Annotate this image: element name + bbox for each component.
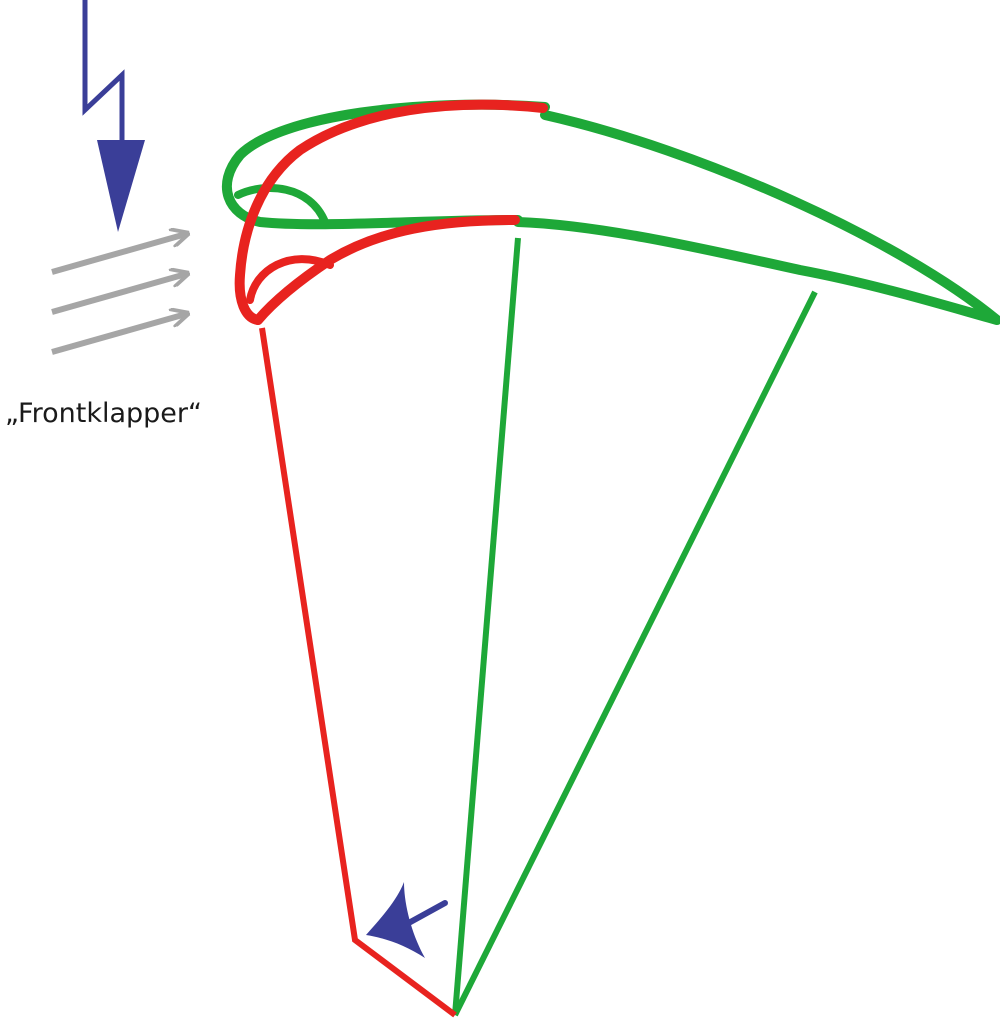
canopy-fold-bubble <box>234 184 329 226</box>
collapsed-front-line <box>259 327 457 1018</box>
lightning-arrow-icon <box>82 0 145 232</box>
suspension-line-middle <box>452 237 521 1016</box>
collapse-label: „Frontklapper“ <box>5 398 202 429</box>
collapsed-leading-edge-lower <box>253 215 520 325</box>
canopy-upper-surface <box>513 110 1000 325</box>
airflow-arrows-icon <box>51 234 186 355</box>
collapsed-fold-bubble <box>246 255 334 304</box>
canopy-folded-nose-loop <box>221 99 550 230</box>
collapsed-leading-edge-upper <box>234 99 548 325</box>
suspension-line-rear <box>452 290 818 1017</box>
curved-arrow-icon <box>366 882 448 958</box>
